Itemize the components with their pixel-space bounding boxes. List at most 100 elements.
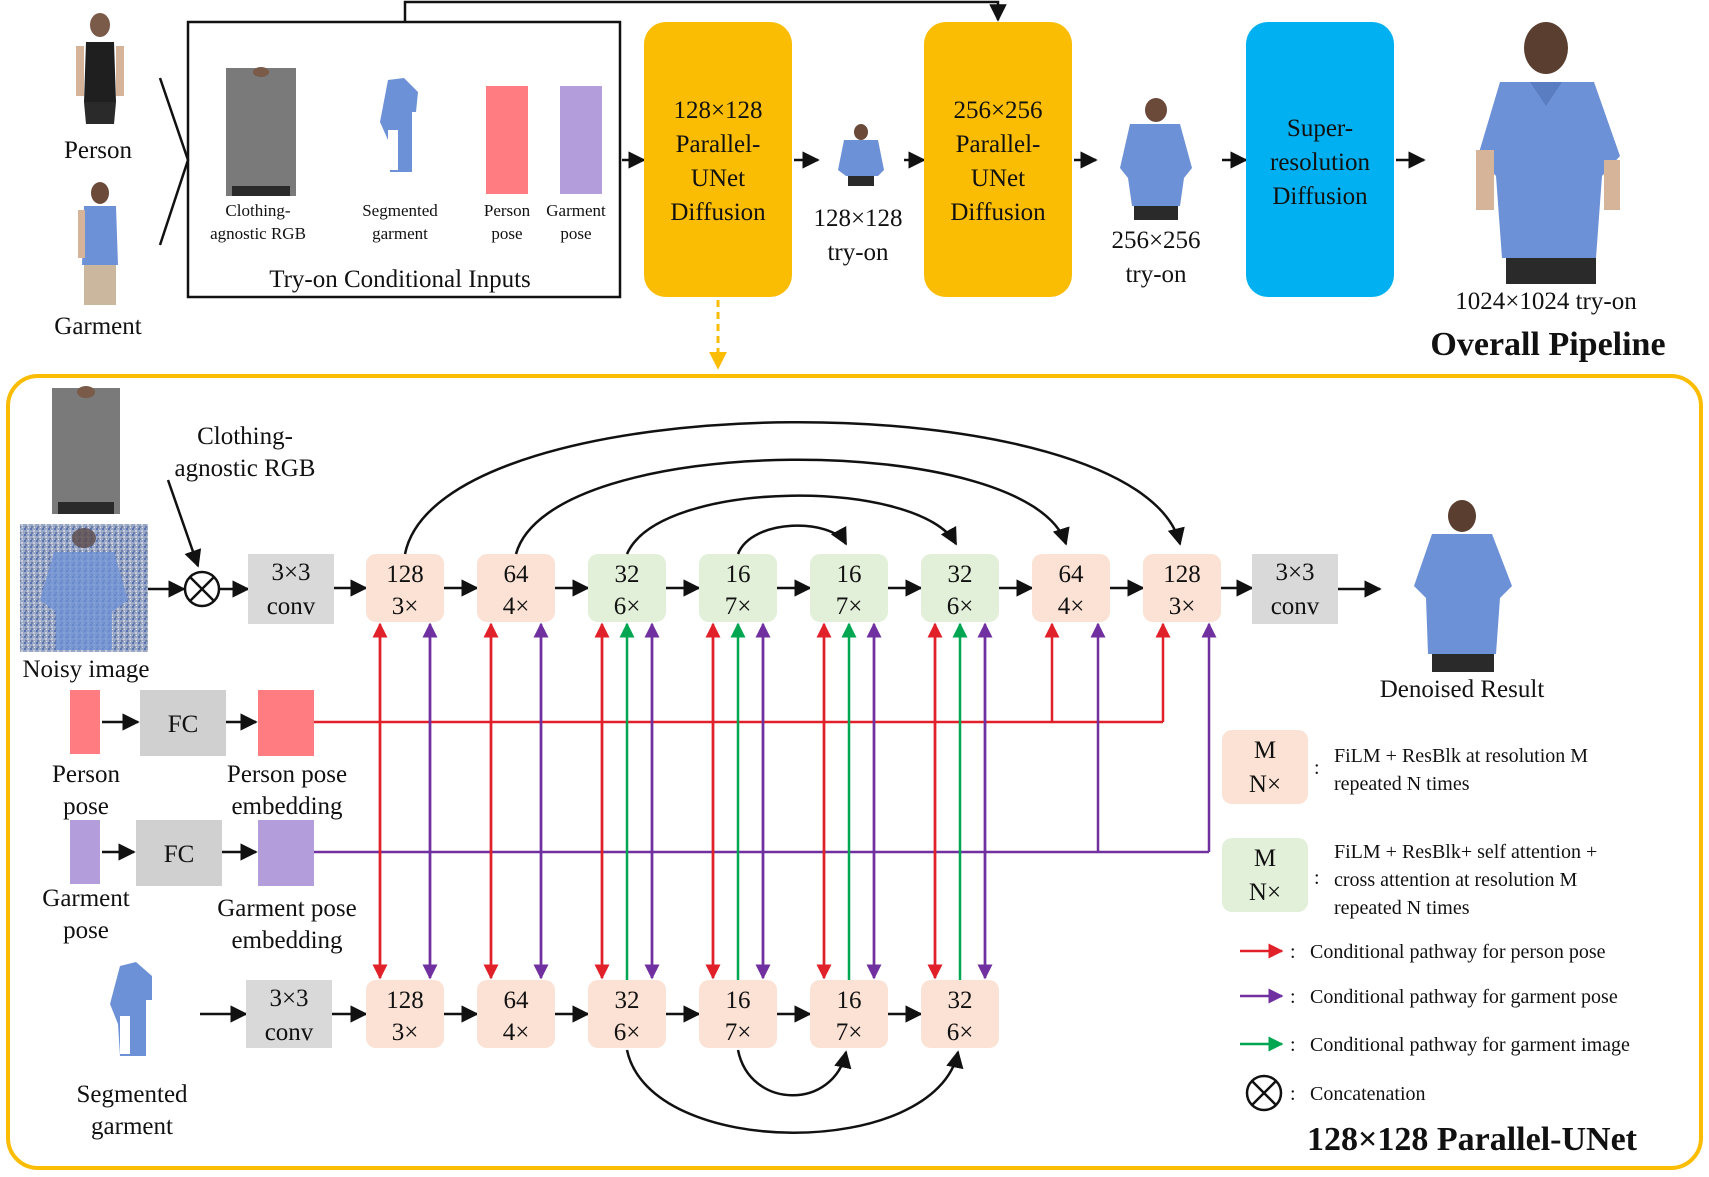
stage1-line3: UNet <box>691 165 745 192</box>
legend-film-block <box>1222 730 1308 804</box>
bottom-block-bg <box>588 980 666 1048</box>
garment-pose-embedding-label-1: Garment pose <box>217 895 357 922</box>
bottom-block-3: 167× <box>699 980 777 1048</box>
top-block-bg <box>699 554 777 622</box>
bottom-block-bg <box>477 980 555 1048</box>
person-photo <box>72 12 128 127</box>
legend-green-colon: : <box>1290 1034 1296 1056</box>
stage-256-parallel-unet <box>924 22 1072 297</box>
top-output-conv-line1: 3×3 <box>1275 559 1314 586</box>
conditional-pathways <box>314 622 1217 980</box>
denoised-result-image <box>1414 500 1512 672</box>
bottom-block-repeat: 6× <box>947 1019 974 1046</box>
top-block-bg <box>1143 554 1221 622</box>
bottom-block-resolution: 64 <box>504 987 530 1014</box>
input-merge-lines <box>158 77 190 246</box>
legend-concat-text: Concatenation <box>1310 1083 1426 1105</box>
top-block-resolution: 128 <box>1163 561 1201 588</box>
conditioning-to-256-arrow <box>403 0 1007 22</box>
stage2-line2: Parallel- <box>956 131 1041 158</box>
top-block-repeat: 3× <box>392 593 419 620</box>
top-block-resolution: 32 <box>615 561 640 588</box>
garment-pose-thumb <box>560 86 602 194</box>
bottom-skip-32 <box>625 1049 964 1134</box>
top-block-2: 326× <box>588 554 666 622</box>
legend-attn-block <box>1222 838 1308 912</box>
bottom-input-conv-line1: 3×3 <box>269 985 308 1012</box>
stage3-line1: Super- <box>1287 115 1353 142</box>
garment-pose-fc-label: FC <box>164 841 195 868</box>
input-label-clothing-2: agnostic RGB <box>210 224 306 243</box>
noisy-image-label: Noisy image <box>22 656 149 683</box>
output-256-thumb <box>1120 98 1192 220</box>
top-block-resolution: 32 <box>948 561 973 588</box>
top-input-conv-line1: 3×3 <box>271 559 310 586</box>
unet-title: 128×128 Parallel-UNet <box>1307 1121 1638 1158</box>
bottom-block-2: 326× <box>588 980 666 1048</box>
stage1-line2: Parallel- <box>676 131 761 158</box>
top-block-repeat: 4× <box>1058 593 1085 620</box>
input-label-segmented-1: Segmented <box>362 201 438 220</box>
legend-attn-text-3: repeated N times <box>1334 897 1470 919</box>
garment-pose-input <box>70 820 100 884</box>
top-block-resolution: 128 <box>386 561 424 588</box>
top-block-resolution: 64 <box>1059 561 1085 588</box>
out1-line2: try-on <box>827 239 889 266</box>
stage1-line4: Diffusion <box>670 199 766 226</box>
out2-line1: 256×256 <box>1111 227 1200 254</box>
bottom-block-repeat: 7× <box>836 1019 863 1046</box>
conditional-inputs-title: Try-on Conditional Inputs <box>269 266 531 293</box>
legend-attn-colon: : <box>1314 867 1320 889</box>
top-block-resolution: 16 <box>837 561 862 588</box>
top-block-bg <box>1032 554 1110 622</box>
top-block-repeat: 4× <box>503 593 530 620</box>
person-pose-thumb <box>486 86 528 194</box>
stage2-line4: Diffusion <box>950 199 1046 226</box>
bottom-skip-16 <box>736 1049 852 1097</box>
garment-pose-embedding-label-2: embedding <box>231 927 343 954</box>
stage3-line3: Diffusion <box>1272 183 1368 210</box>
pipeline-title: Overall Pipeline <box>1430 326 1665 363</box>
bottom-block-resolution: 16 <box>837 987 862 1014</box>
bottom-block-resolution: 32 <box>948 987 973 1014</box>
top-block-bg <box>588 554 666 622</box>
legend-attn-m: M <box>1254 845 1276 872</box>
parallel-unet-panel <box>6 374 1703 1170</box>
out1-line1: 128×128 <box>813 205 902 232</box>
stage1-line1: 128×128 <box>673 97 762 124</box>
stage-super-resolution <box>1246 22 1394 297</box>
denoised-result-label: Denoised Result <box>1380 676 1545 703</box>
top-block-resolution: 64 <box>504 561 530 588</box>
bottom-block-bg <box>366 980 444 1048</box>
top-block-repeat: 6× <box>947 593 974 620</box>
bottom-block-4: 167× <box>810 980 888 1048</box>
legend-film-m: M <box>1254 737 1276 764</box>
bottom-block-1: 644× <box>477 980 555 1048</box>
bottom-block-resolution: 16 <box>726 987 751 1014</box>
top-block-5: 326× <box>921 554 999 622</box>
person-pose-label-1: Person <box>52 761 121 788</box>
bottom-block-5: 326× <box>921 980 999 1048</box>
top-block-6: 644× <box>1032 554 1110 622</box>
legend-green-text: Conditional pathway for garment image <box>1310 1034 1630 1056</box>
input-label-clothing-1: Clothing- <box>225 201 291 220</box>
out2-line2: try-on <box>1125 261 1187 288</box>
unet-section: Clothing- agnostic RGB Noisy image 3×3 c… <box>20 386 1638 1158</box>
person-pose-fc <box>140 690 226 756</box>
legend-film-text-1: FiLM + ResBlk at resolution M <box>1334 745 1588 767</box>
top-block-bg <box>366 554 444 622</box>
garment-label: Garment <box>54 313 142 340</box>
person-pose-embedding <box>258 690 314 756</box>
top-block-3: 167× <box>699 554 777 622</box>
input-label-person-pose-2: pose <box>491 224 522 243</box>
unet-segmented-label-1: Segmented <box>76 1081 188 1108</box>
stage-128-parallel-unet <box>644 22 792 297</box>
top-block-repeat: 6× <box>614 593 641 620</box>
bottom-block-bg <box>699 980 777 1048</box>
bottom-block-repeat: 7× <box>725 1019 752 1046</box>
input-label-garment-pose-1: Garment <box>546 201 606 220</box>
